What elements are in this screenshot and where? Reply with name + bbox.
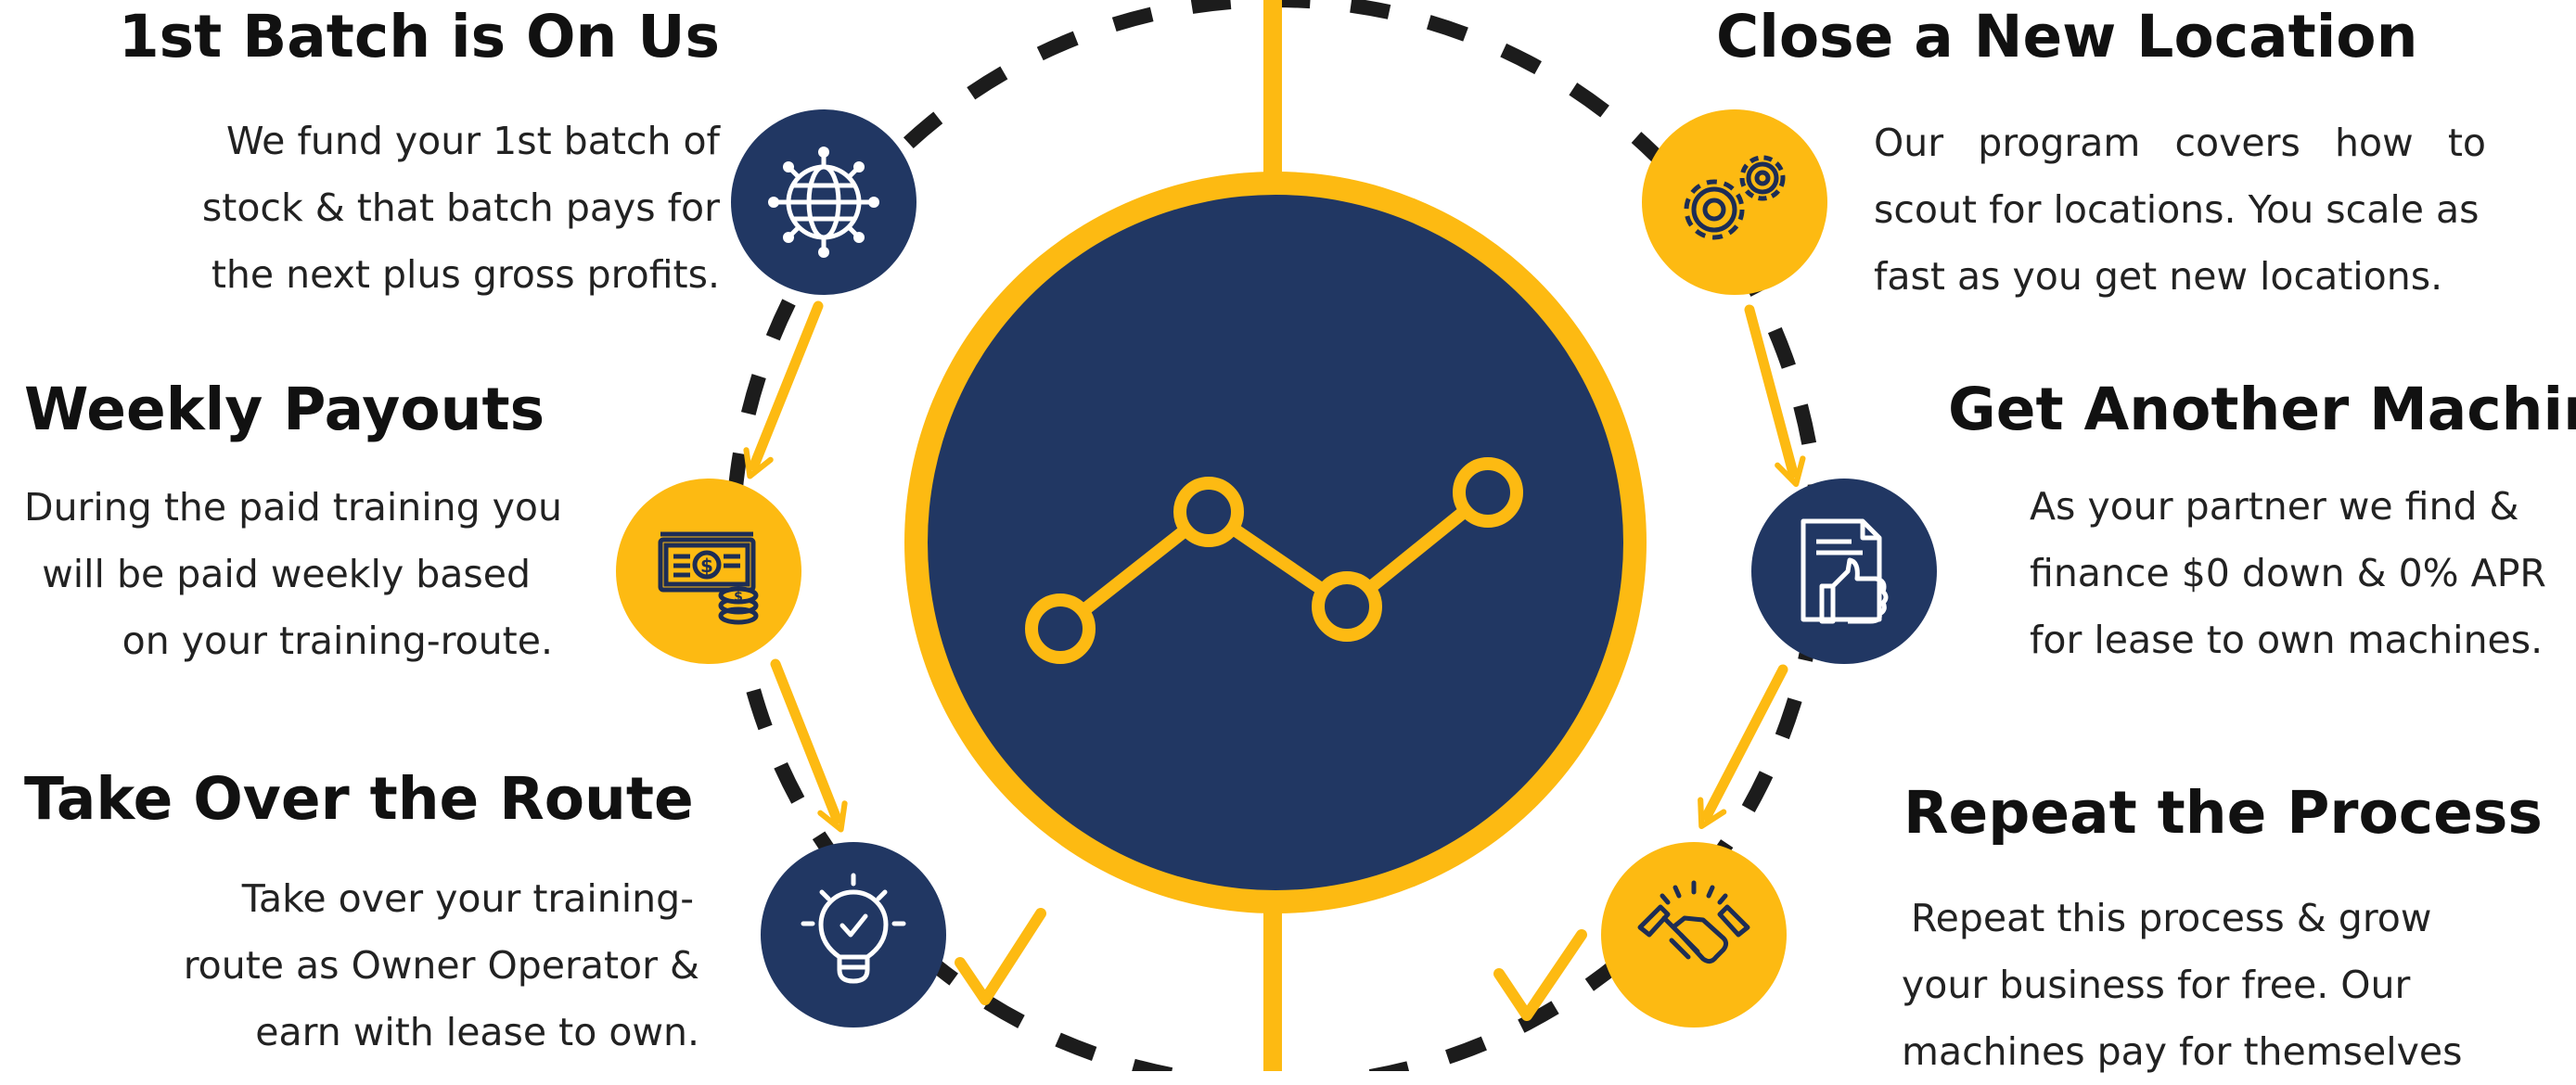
step-repeat-line-2: your business for free. Our bbox=[1902, 963, 2411, 1007]
flow-arrows bbox=[743, 300, 1806, 833]
step-machine-line-3: for lease to own machines. bbox=[2030, 618, 2544, 662]
step-location: Close a New Location bbox=[1716, 7, 2486, 66]
step-machine-title: Get Another Machine bbox=[1948, 376, 2576, 443]
step-route: Take Over the Route Take over your train… bbox=[24, 770, 699, 1066]
left-check-icon bbox=[955, 908, 1046, 1005]
step-repeat: Repeat the Process bbox=[1903, 784, 2553, 842]
step-machine-line-2: finance $0 down & 0% APR bbox=[2030, 551, 2546, 595]
step-payouts-description: During the paid training you will be pai… bbox=[24, 474, 562, 674]
step-repeat-line-3: machines pay for themselves bbox=[1902, 1029, 2463, 1074]
step-payouts-line-2: will be paid weekly based bbox=[42, 552, 531, 596]
step-repeat-description: Repeat this process & grow your business… bbox=[1902, 885, 2551, 1085]
step-machine-description: As your partner we find & finance $0 dow… bbox=[2030, 473, 2558, 673]
svg-text:$: $ bbox=[734, 590, 743, 605]
step-payouts-line-3: on your training-route. bbox=[122, 619, 553, 663]
step-location-line-2: scout for locations. You scale as bbox=[1874, 187, 2480, 232]
center-graph-circle bbox=[904, 172, 1647, 913]
handshake-icon bbox=[1637, 880, 1750, 964]
step-location-line-3: fast as you get new locations. bbox=[1874, 254, 2443, 299]
step-route-icon-circle bbox=[761, 842, 946, 1028]
step-location-description: Our program covers how to scout for loca… bbox=[1874, 109, 2486, 310]
line-graph-icon bbox=[1025, 457, 1523, 664]
money-stack-icon bbox=[658, 531, 759, 625]
step-location-title: Close a New Location bbox=[1716, 3, 2418, 70]
arrow-location-to-machine bbox=[1744, 304, 1806, 487]
arrow-batch-to-payouts bbox=[743, 300, 824, 479]
step-batch-icon-circle bbox=[731, 109, 916, 295]
step-route-title: Take Over the Route bbox=[24, 765, 694, 833]
step-batch-line-2: stock & that batch pays for bbox=[201, 185, 720, 230]
step-batch: 1st Batch is On Us We fund your 1st batc… bbox=[93, 7, 720, 308]
step-payouts: Weekly Payouts During the paid training … bbox=[24, 376, 562, 674]
gears-icon bbox=[1684, 155, 1786, 240]
step-location-icon-circle bbox=[1642, 109, 1827, 295]
step-batch-title: 1st Batch is On Us bbox=[118, 3, 720, 70]
step-repeat-icon-circle bbox=[1601, 842, 1787, 1028]
arrow-machine-to-repeat bbox=[1698, 664, 1788, 830]
step-machine-line-1: As your partner we find & bbox=[2030, 484, 2519, 529]
step-route-line-3: earn with lease to own. bbox=[255, 1010, 699, 1054]
step-batch-line-1: We fund your 1st batch of bbox=[226, 119, 720, 163]
arrow-payouts-to-route bbox=[770, 658, 848, 833]
step-route-line-2: route as Owner Operator & bbox=[183, 943, 699, 988]
step-route-line-1: Take over your training- bbox=[241, 876, 694, 921]
step-repeat-line-1: Repeat this process & grow bbox=[1911, 896, 2432, 940]
step-payouts-line-1: During the paid training you bbox=[24, 485, 562, 530]
step-payouts-title: Weekly Payouts bbox=[24, 376, 545, 443]
step-batch-line-3: the next plus gross profits. bbox=[211, 252, 720, 297]
step-machine-icon-circle bbox=[1751, 479, 1937, 664]
step-payouts-icon-circle: $ $ bbox=[616, 479, 801, 664]
right-check-icon bbox=[1493, 929, 1587, 1021]
globe-network-icon bbox=[777, 156, 870, 249]
svg-text:$: $ bbox=[700, 555, 713, 577]
lightbulb-check-icon bbox=[801, 873, 906, 984]
step-location-line-1: Our program covers how to bbox=[1874, 121, 2486, 165]
step-repeat-title: Repeat the Process bbox=[1903, 779, 2543, 847]
step-machine: Get Another Machine bbox=[1948, 376, 2576, 443]
step-route-description: Take over your training- route as Owner … bbox=[24, 865, 699, 1066]
document-thumbs-up-icon bbox=[1801, 518, 1889, 624]
step-batch-description: We fund your 1st batch of stock & that b… bbox=[93, 108, 720, 308]
